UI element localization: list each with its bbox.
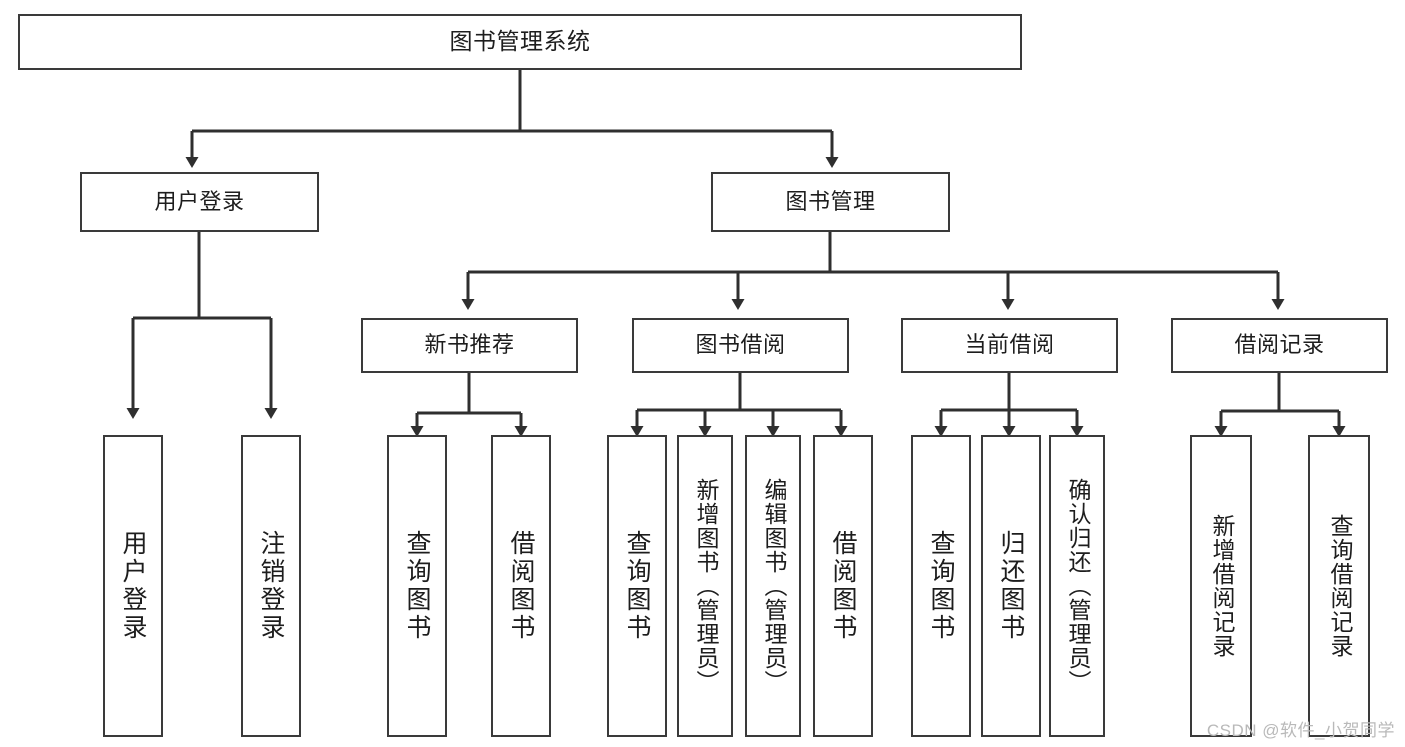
- leaf-query-record[interactable]: 查询借阅记录: [1308, 435, 1370, 737]
- node-current-borrow-label: 当前借阅: [964, 332, 1055, 358]
- node-new-book-recommend-label: 新书推荐: [424, 332, 515, 358]
- leaf-edit-book[interactable]: 编辑图书（管理员）: [745, 435, 801, 737]
- node-book-borrow-label: 图书借阅: [695, 332, 786, 358]
- node-borrow-record[interactable]: 借阅记录: [1171, 318, 1388, 373]
- leaf-user-login[interactable]: 用户登录: [103, 435, 163, 737]
- leaf-borrow-book-1[interactable]: 借阅图书: [491, 435, 551, 737]
- leaf-query-book-3[interactable]: 查询图书: [911, 435, 971, 737]
- node-user-login[interactable]: 用户登录: [80, 172, 319, 232]
- leaf-logout-label: 注销登录: [257, 530, 285, 642]
- leaf-return-book[interactable]: 归还图书: [981, 435, 1041, 737]
- leaf-query-book-1[interactable]: 查询图书: [387, 435, 447, 737]
- leaf-query-book-2-label: 查询图书: [623, 530, 651, 642]
- node-book-borrow[interactable]: 图书借阅: [632, 318, 849, 373]
- leaf-add-record-label: 新增借阅记录: [1208, 514, 1235, 658]
- node-book-manage-label: 图书管理: [785, 188, 876, 214]
- leaf-confirm-return-label: 确认归还（管理员）: [1064, 478, 1091, 694]
- node-borrow-record-label: 借阅记录: [1234, 332, 1325, 358]
- node-root[interactable]: 图书管理系统: [18, 14, 1022, 70]
- leaf-query-book-2[interactable]: 查询图书: [607, 435, 667, 737]
- leaf-borrow-book-2-label: 借阅图书: [829, 530, 857, 642]
- node-new-book-recommend[interactable]: 新书推荐: [361, 318, 578, 373]
- leaf-user-login-label: 用户登录: [119, 530, 147, 642]
- leaf-query-book-1-label: 查询图书: [403, 530, 431, 642]
- node-book-manage[interactable]: 图书管理: [711, 172, 950, 232]
- leaf-add-book[interactable]: 新增图书（管理员）: [677, 435, 733, 737]
- leaf-confirm-return[interactable]: 确认归还（管理员）: [1049, 435, 1105, 737]
- leaf-return-book-label: 归还图书: [997, 530, 1025, 642]
- leaf-borrow-book-1-label: 借阅图书: [507, 530, 535, 642]
- leaf-borrow-book-2[interactable]: 借阅图书: [813, 435, 873, 737]
- leaf-logout[interactable]: 注销登录: [241, 435, 301, 737]
- leaf-add-book-label: 新增图书（管理员）: [692, 478, 719, 694]
- node-current-borrow[interactable]: 当前借阅: [901, 318, 1118, 373]
- node-root-label: 图书管理系统: [449, 28, 591, 55]
- leaf-add-record[interactable]: 新增借阅记录: [1190, 435, 1252, 737]
- node-user-login-label: 用户登录: [154, 188, 245, 214]
- leaf-query-book-3-label: 查询图书: [927, 530, 955, 642]
- leaf-query-record-label: 查询借阅记录: [1326, 514, 1353, 658]
- leaf-edit-book-label: 编辑图书（管理员）: [760, 478, 787, 694]
